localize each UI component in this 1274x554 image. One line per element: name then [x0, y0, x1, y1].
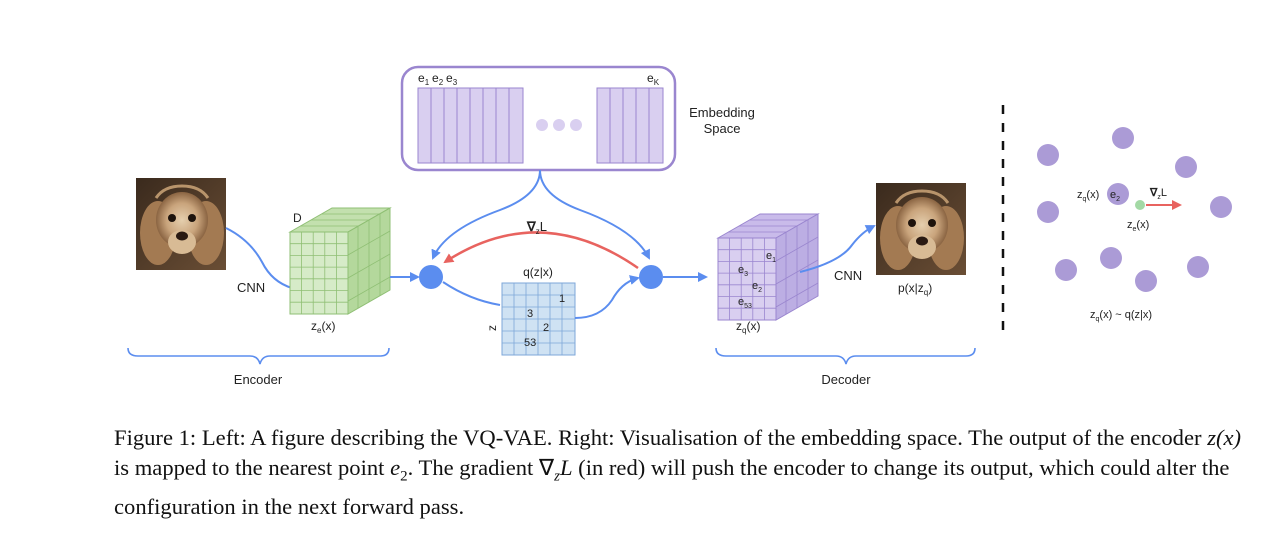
embedding-point — [1037, 201, 1059, 223]
decoder-cube: e1 e3 e2 e53 — [716, 213, 820, 321]
decoder-cube-label: e3 — [738, 264, 748, 278]
qzx-cell: 1 — [559, 293, 565, 305]
math-gradient: ∇zL — [538, 455, 573, 485]
decoder-cube-label: e1 — [766, 250, 776, 264]
d-label: D — [293, 211, 302, 225]
gradient-arrow — [443, 231, 639, 270]
quantize-node-left — [419, 265, 443, 289]
embedding-point — [1055, 259, 1077, 281]
encoder-cnn-label: CNN — [237, 280, 265, 295]
embedding-to-left-node-arrow — [431, 169, 541, 260]
gradient-label: ∇zL — [526, 219, 547, 236]
encoder-cube — [288, 207, 392, 315]
zq-label: zq(x) — [736, 319, 760, 335]
output-image — [876, 183, 966, 275]
input-image — [136, 178, 226, 270]
qzx-cell: 3 — [527, 308, 533, 320]
decoder-cube-label: e2 — [752, 280, 762, 294]
qzx-grid: 1 3 2 53 — [501, 282, 576, 356]
embedding-point — [1100, 247, 1122, 269]
embedding-point — [1187, 256, 1209, 278]
decoder-cube-label: e53 — [738, 296, 752, 310]
right-grad-label: ∇zL — [1149, 187, 1167, 201]
e1-label: e1 — [418, 71, 430, 87]
embedding-space-title-2: Space — [704, 121, 741, 136]
embedding-point — [1175, 156, 1197, 178]
right-zq-label: zq(x) — [1077, 189, 1099, 203]
right-e2-label: e2 — [1110, 189, 1120, 203]
embedding-vectors-right — [596, 87, 664, 164]
node-to-grid-arrow — [442, 281, 501, 306]
embedding-point — [1112, 127, 1134, 149]
vqvae-figure: e1 e2 e3 eK Embedding Space CNN — [127, 65, 1232, 387]
e2-label: e2 — [432, 71, 444, 87]
quantize-node-right — [639, 265, 663, 289]
embedding-vectors-left — [417, 87, 524, 164]
qzx-z-label: z — [485, 325, 499, 331]
grid-to-node-arrow — [574, 275, 640, 319]
input-to-encoder-arrow — [225, 227, 293, 289]
embedding-to-right-node-arrow — [539, 169, 650, 260]
math-e2: e2 — [390, 455, 408, 485]
decoder-brace — [715, 347, 976, 365]
decoder-label: Decoder — [821, 372, 871, 387]
ellipsis-dots — [536, 119, 582, 131]
encoder-brace — [127, 347, 390, 365]
decoder-to-output-arrow — [799, 225, 876, 273]
embedding-visualisation: zq(x) e2 ∇zL ze(x) zq(x) ~ q(z|x) — [1037, 127, 1232, 323]
embedding-space: e1 e2 e3 eK Embedding Space — [400, 65, 755, 172]
embedding-point — [1210, 196, 1232, 218]
e2-point — [1107, 183, 1129, 205]
right-bottom-label: zq(x) ~ q(z|x) — [1090, 309, 1152, 323]
encoder-label: Encoder — [234, 372, 283, 387]
qzx-cell: 53 — [524, 337, 536, 349]
right-ze-label: ze(x) — [1127, 219, 1149, 233]
ze-point — [1135, 200, 1145, 210]
e3-label: e3 — [446, 71, 458, 87]
ek-label: eK — [647, 71, 660, 87]
embedding-point — [1037, 144, 1059, 166]
math-zx: z(x) — [1207, 425, 1242, 450]
embedding-space-title: Embedding — [689, 105, 755, 120]
decoder-cnn-label: CNN — [834, 268, 862, 283]
pxz-label: p(x|zq) — [898, 281, 932, 297]
embedding-point — [1135, 270, 1157, 292]
qzx-cell: 2 — [543, 322, 549, 334]
ze-label: ze(x) — [311, 319, 335, 335]
figure-caption: Figure 1: Left: A figure describing the … — [114, 425, 1242, 519]
qzx-label: q(z|x) — [523, 265, 553, 279]
